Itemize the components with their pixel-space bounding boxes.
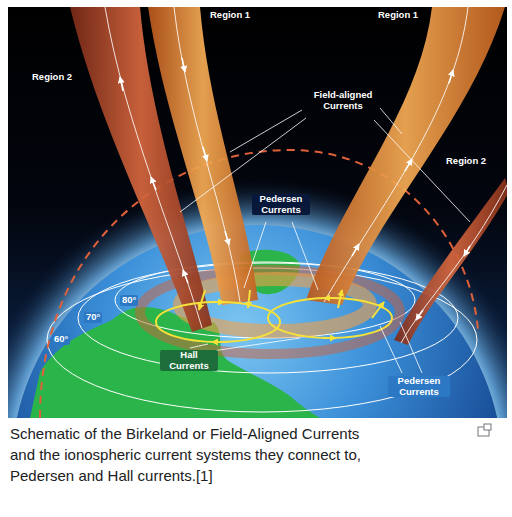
hall-currents: [156, 298, 392, 342]
latitude-circle: [47, 268, 477, 412]
region-label: Region 1: [376, 10, 420, 21]
figure-caption: Schematic of the Birkeland or Field-Alig…: [10, 423, 370, 486]
arrow: [405, 159, 412, 171]
leader-line: [380, 326, 402, 373]
current-band: [306, 7, 505, 305]
arrow: [352, 244, 359, 256]
arrow: [416, 310, 423, 320]
earth-globe: [11, 225, 503, 418]
hall-loop: [156, 302, 280, 342]
arrow: [199, 290, 205, 310]
current-label: Pedersen Currents: [388, 376, 450, 397]
current-label: Field-aligned Currents: [304, 90, 382, 111]
current-band: [148, 7, 258, 305]
leader-line: [230, 110, 302, 152]
arrow: [151, 177, 156, 190]
arrow: [210, 301, 224, 303]
arrow: [212, 341, 226, 343]
field-line: [105, 7, 202, 328]
leader-line: [292, 222, 318, 290]
expand-icon: [478, 424, 491, 436]
arrow: [449, 70, 453, 83]
leader-line: [244, 222, 266, 288]
leader-line: [206, 338, 300, 352]
magnetopause-arc: [40, 150, 478, 418]
arrow: [203, 147, 207, 161]
arrow: [120, 77, 123, 91]
leader-line: [190, 344, 208, 348]
field-lines: [105, 7, 507, 343]
hall-loop: [268, 298, 392, 338]
leader-lines: [180, 108, 470, 373]
latitude-circle: [78, 263, 458, 373]
continent: [30, 307, 320, 418]
leader-line: [400, 322, 422, 373]
field-line: [324, 7, 468, 302]
region-label: Region 2: [30, 72, 74, 83]
arrow: [338, 290, 342, 308]
region-label: Region 2: [444, 156, 488, 167]
arrow: [225, 231, 229, 245]
leader-line: [374, 120, 470, 222]
field-line: [401, 185, 507, 343]
arrow: [322, 337, 336, 339]
current-label: Hall Currents: [160, 350, 218, 371]
field-line: [174, 7, 240, 302]
arrow: [324, 297, 338, 299]
pedersen-currents: [199, 290, 384, 318]
latitude-label: 70°: [84, 312, 102, 323]
current-arrows: [120, 58, 470, 320]
latitude-label: 60°: [52, 334, 70, 345]
arrow: [183, 270, 188, 283]
latitude-circle: [115, 262, 415, 338]
current-band: [394, 178, 507, 345]
arrow: [248, 290, 250, 308]
arrow: [372, 302, 384, 318]
arrow: [182, 58, 185, 72]
icon-frame: [484, 424, 491, 430]
region-label: Region 1: [208, 10, 252, 21]
latitude-label: 80°: [120, 295, 138, 306]
arrow: [464, 246, 470, 256]
current-label: Pedersen Currents: [252, 194, 310, 215]
